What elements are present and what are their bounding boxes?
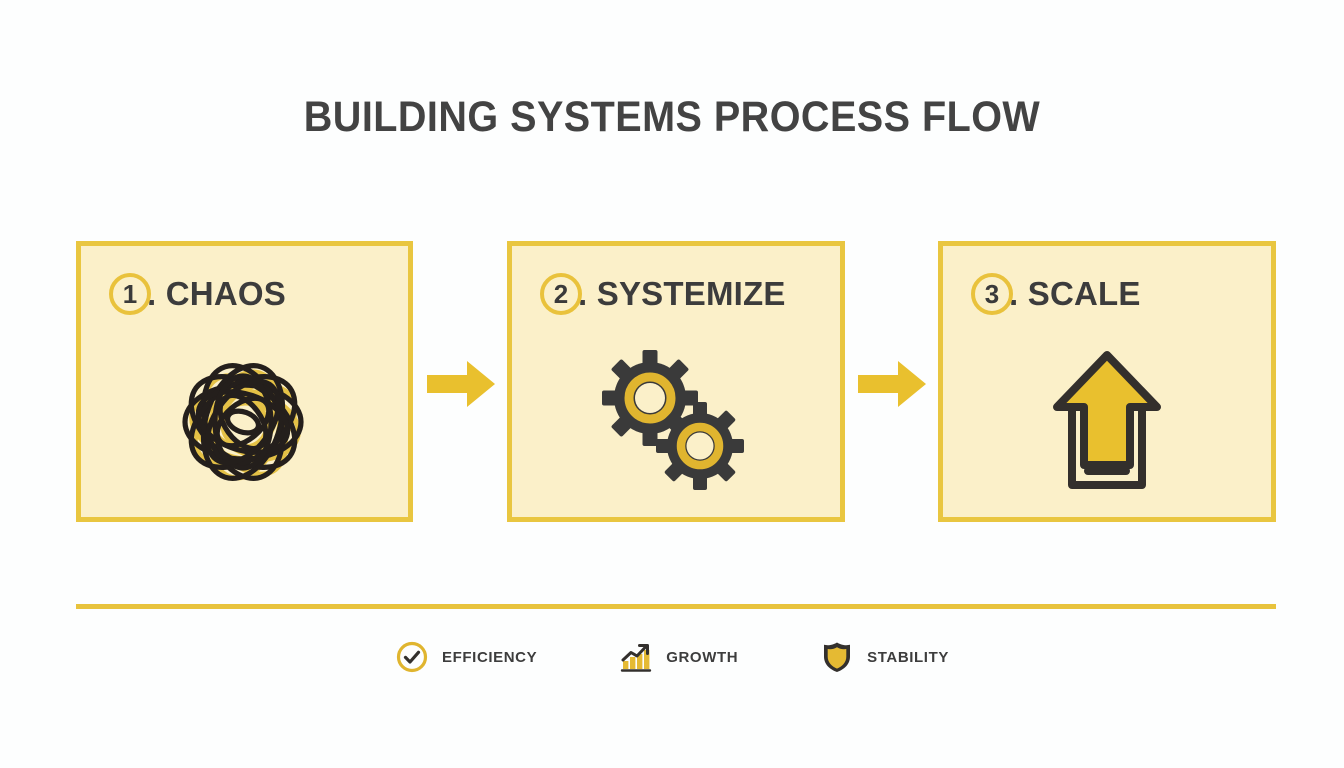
benefit-item-efficiency[interactable]: EFFICIENCY (395, 640, 537, 674)
step-separator: . (578, 275, 588, 312)
process-step-card-chaos[interactable]: 1 . CHAOS (76, 241, 413, 522)
gears-icon (601, 349, 744, 490)
step-title: . SCALE (1009, 275, 1141, 313)
section-divider (76, 604, 1276, 609)
step-heading: 2 . SYSTEMIZE (540, 270, 786, 318)
step-title: . SYSTEMIZE (578, 275, 786, 313)
flow-connector-arrow-1 (427, 361, 495, 407)
step-illustration-systemize (512, 332, 840, 517)
benefits-row: EFFICIENCY GROWTH (0, 640, 1344, 674)
right-arrow-icon (858, 361, 926, 407)
step-heading: 3 . SCALE (971, 270, 1141, 318)
right-arrow-icon (427, 361, 495, 407)
process-step-card-systemize[interactable]: 2 . SYSTEMIZE (507, 241, 845, 522)
step-illustration-scale (943, 332, 1271, 517)
step-illustration-chaos (81, 332, 408, 517)
benefit-item-stability[interactable]: STABILITY (820, 640, 949, 674)
step-heading: 1 . CHAOS (109, 270, 286, 318)
step-separator: . (147, 275, 157, 312)
benefit-label: EFFICIENCY (442, 648, 538, 666)
process-step-card-scale[interactable]: 3 . SCALE (938, 241, 1276, 522)
step-label: SCALE (1027, 275, 1141, 312)
flow-connector-arrow-2 (858, 361, 926, 407)
page-title: BUILDING SYSTEMS PROCESS FLOW (303, 93, 1041, 141)
step-number-badge: 2 (540, 273, 582, 315)
step-number-badge: 1 (109, 273, 151, 315)
upward-arrow-icon (1053, 350, 1161, 489)
shield-icon (820, 640, 854, 674)
benefit-label: GROWTH (666, 648, 739, 666)
step-number-badge: 3 (971, 273, 1013, 315)
check-circle-icon (395, 640, 429, 674)
bar-chart-up-icon (619, 640, 653, 674)
process-steps-row: 1 . CHAOS (0, 241, 1344, 522)
step-label: CHAOS (165, 275, 286, 312)
tangled-scribble-icon (181, 363, 304, 481)
benefit-item-growth[interactable]: GROWTH (619, 640, 738, 674)
step-separator: . (1009, 275, 1019, 312)
step-title: . CHAOS (147, 275, 286, 313)
step-label: SYSTEMIZE (596, 275, 786, 312)
benefit-label: STABILITY (867, 648, 949, 666)
